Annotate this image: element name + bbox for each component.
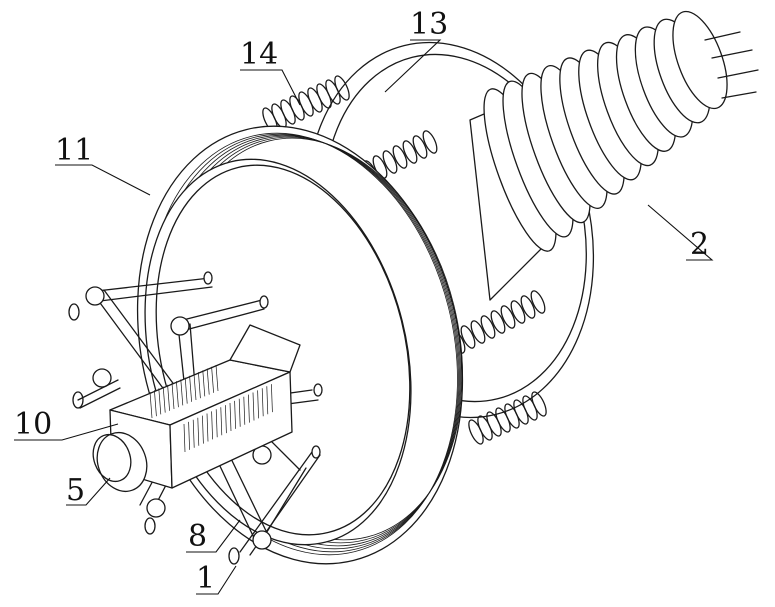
part-labels: 13 14 11 2 10 5 8 1	[14, 7, 709, 596]
leg-assembly	[68, 271, 323, 565]
label-10: 10	[14, 407, 52, 442]
label-13: 13	[410, 7, 448, 42]
label-11: 11	[55, 133, 93, 168]
label-2: 2	[690, 227, 709, 262]
label-8: 8	[188, 519, 207, 554]
label-1: 1	[196, 561, 215, 596]
knob	[92, 431, 148, 493]
hex-block	[109, 324, 301, 489]
label-5: 5	[66, 473, 85, 508]
label-14: 14	[240, 37, 278, 72]
corrugated-nozzle	[469, 10, 759, 301]
leader-lines	[14, 39, 714, 595]
